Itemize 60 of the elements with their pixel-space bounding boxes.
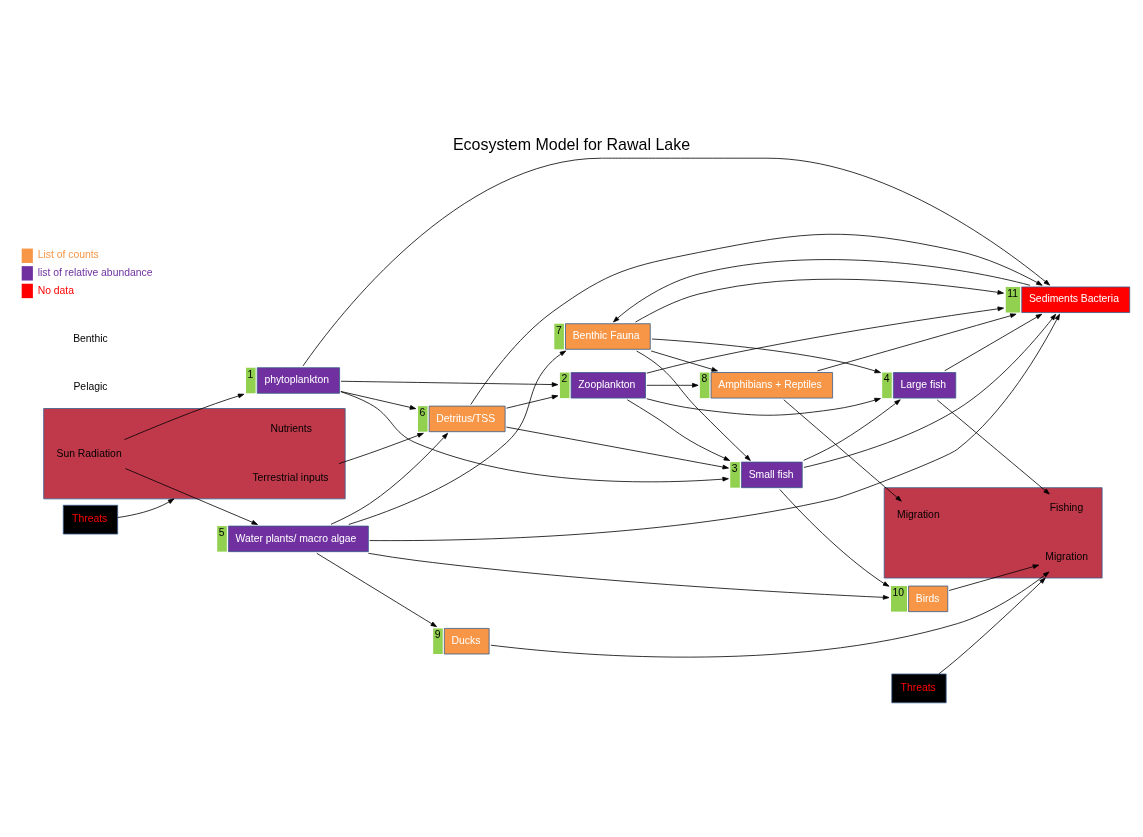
arrow xyxy=(123,393,245,441)
arrow xyxy=(348,350,567,525)
label: Pelagic xyxy=(73,381,108,393)
arrow xyxy=(803,313,1057,468)
arrow xyxy=(470,233,1043,405)
arrow xyxy=(646,397,881,416)
arrow xyxy=(340,391,729,483)
node-label: 10 xyxy=(892,586,905,598)
node-label: 11 xyxy=(1007,287,1019,299)
arrow xyxy=(779,489,890,587)
arrow xyxy=(646,306,1004,374)
arrow xyxy=(340,391,417,410)
node-text: Migration xyxy=(1045,550,1089,562)
diagram-title: Ecosystem Model for Rawal Lake xyxy=(452,136,691,154)
arrow xyxy=(330,432,449,525)
arrow xyxy=(506,394,559,409)
label: Benthic xyxy=(73,332,108,344)
arrow xyxy=(302,157,1051,367)
arrow xyxy=(117,498,175,518)
arrow xyxy=(650,350,718,372)
node-label: 9 xyxy=(434,629,441,641)
arrow xyxy=(936,399,1050,495)
node-box: Threats xyxy=(891,673,947,704)
legend-label: List of counts xyxy=(37,249,99,261)
legend-label: list of relative abundance xyxy=(37,267,153,279)
arrow xyxy=(635,278,1004,323)
arrow xyxy=(636,350,751,461)
cluster xyxy=(43,408,346,500)
arrow xyxy=(316,552,437,628)
arrow xyxy=(783,399,902,502)
arrow xyxy=(938,577,1046,675)
node-label: 8 xyxy=(701,373,708,385)
node-text: Migration xyxy=(896,509,940,521)
arrow xyxy=(490,571,1050,658)
arrow xyxy=(948,564,1040,591)
node-text: Sun Radiation xyxy=(56,447,122,459)
arrow xyxy=(817,313,1017,372)
node-label: 6 xyxy=(419,407,426,419)
arrow xyxy=(369,313,1060,541)
arrow xyxy=(803,399,901,461)
legend-label: No data xyxy=(37,284,75,296)
arrow xyxy=(367,552,890,600)
node-label: 1 xyxy=(247,368,254,380)
arrow xyxy=(646,382,699,388)
node-label: 5 xyxy=(218,526,225,538)
arrow xyxy=(613,259,1031,323)
arrow xyxy=(626,399,731,461)
node-label: 4 xyxy=(883,373,890,385)
node-label: 2 xyxy=(561,373,568,385)
node-text: Fishing xyxy=(1049,502,1084,514)
node-text: Terrestrial inputs xyxy=(252,471,329,483)
arrow xyxy=(506,426,729,470)
arrow xyxy=(944,313,1043,372)
arrow xyxy=(651,338,881,374)
node-label: 3 xyxy=(731,463,738,474)
node-box: Threats xyxy=(62,504,119,535)
arrow xyxy=(340,380,559,387)
arrow xyxy=(125,468,258,525)
node-text: Nutrients xyxy=(270,423,312,435)
node-label: 7 xyxy=(555,324,562,336)
